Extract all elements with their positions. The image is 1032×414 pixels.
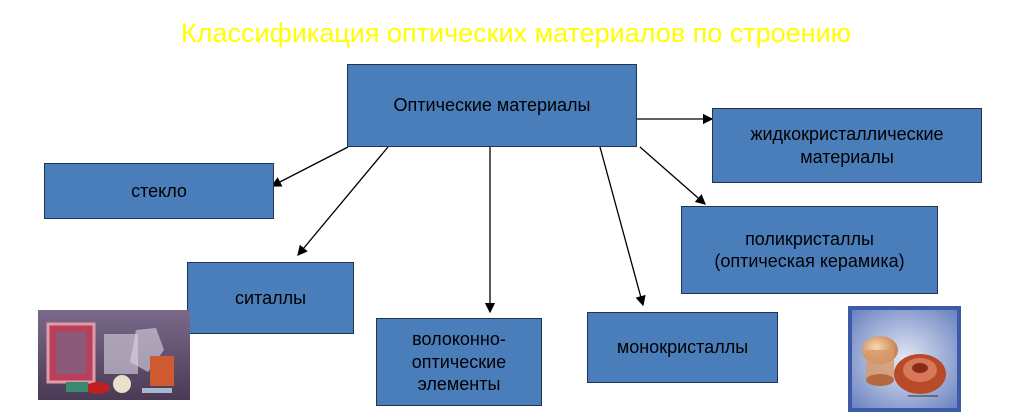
node-optical-materials: Оптические материалы (347, 64, 637, 147)
node-fiber-optic-elements: волоконно- оптические элементы (376, 318, 542, 406)
node-polycrystals: поликристаллы (оптическая керамика) (681, 206, 938, 294)
arrow-to-poly (639, 146, 706, 205)
ceramic-samples-photo (848, 306, 961, 412)
diagram-title: Классификация оптических материалов по с… (181, 18, 851, 48)
arrow-to-mono (599, 146, 646, 307)
node-sitall: ситаллы (187, 262, 354, 334)
node-glass: стекло (44, 163, 274, 219)
node-monocrystals: монокристаллы (587, 312, 778, 383)
glass-samples-photo (38, 310, 190, 400)
arrow-to-glass (270, 146, 349, 187)
node-liquid-crystal-materials: жидкокристаллические материалы (712, 108, 982, 183)
arrow-to-sitall (297, 146, 389, 256)
